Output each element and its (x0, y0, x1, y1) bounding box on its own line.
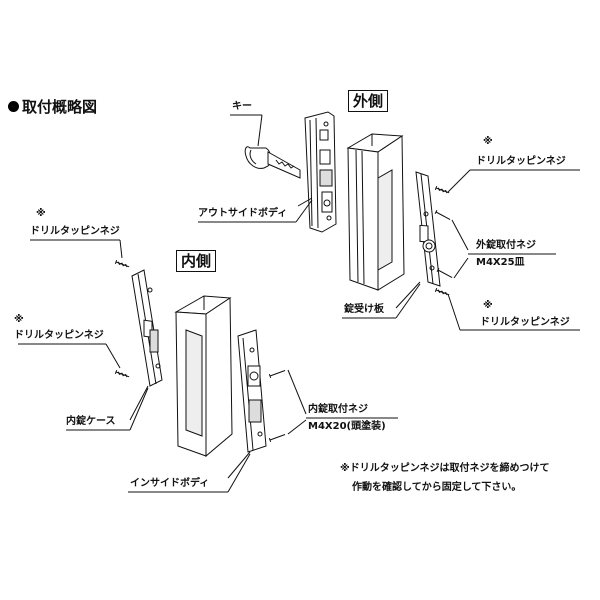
inside-body-label: インサイドボディ (130, 478, 210, 489)
inner-mount-screws (268, 369, 398, 443)
diagram-title: 取付概略図 (8, 96, 97, 117)
strike-plate-leader (395, 281, 421, 309)
outer-drill-screws (434, 169, 580, 331)
installation-note-line2: 作動を確認してから固定して下さい。 (352, 482, 522, 493)
inner-mount-screw-spec: M4X20(頭塗装) (308, 421, 386, 432)
key-drawing (230, 114, 301, 179)
outer-drill-screw-top-asterisk: ※ (483, 136, 493, 147)
outer-mount-screw-spec: M4X25皿 (476, 257, 525, 268)
installation-note-line1: ※ドリルタッピンネジは取付ネジを締めつけて (340, 463, 550, 474)
inner-drill-screw-top-asterisk: ※ (36, 208, 46, 219)
outer-drill-screw-bottom-asterisk: ※ (483, 300, 493, 311)
outer-frame-post (346, 133, 405, 291)
inside-body-drawing (128, 329, 267, 493)
inner-lock-case-leader (129, 385, 149, 421)
inner-mount-screw-label: 内錠取付ネジ (308, 404, 368, 415)
key-label: キー (232, 101, 252, 112)
inner-drill-screw-bottom-asterisk: ※ (14, 314, 24, 325)
key-leader-line (257, 114, 263, 147)
strike-plate-label: 錠受け板 (344, 304, 384, 315)
outside-body-drawing (198, 111, 337, 233)
outer-side-label: 外側 (348, 90, 389, 112)
outer-drill-screw-top-label: ドリルタッピンネジ (476, 156, 566, 167)
inner-frame-post (174, 295, 233, 458)
outer-drill-screw-bottom-label: ドリルタッピンネジ (480, 317, 570, 328)
inner-lock-case-label: 内錠ケース (66, 416, 116, 427)
inside-body-leader (227, 451, 251, 479)
outside-body-label: アウトサイドボディ (198, 208, 288, 219)
strike-plate-drawing (342, 171, 441, 319)
outer-mount-screw-label: 外錠取付ネジ (476, 240, 536, 251)
inner-side-label: 内側 (176, 250, 217, 272)
diagram-title-text: 取付概略図 (22, 98, 98, 116)
inner-drill-screw-top-label: ドリルタッピンネジ (30, 226, 120, 237)
outside-body-leader (297, 197, 313, 207)
inner-drill-screws (18, 239, 130, 378)
bullet-icon (8, 101, 19, 112)
outer-drill-screw-bottom-leader (447, 293, 461, 331)
outer-drill-screw-top-leader (447, 169, 471, 193)
inner-drill-screw-bottom-label: ドリルタッピンネジ (14, 330, 104, 341)
inner-lock-case-drawing (66, 269, 163, 431)
outer-mount-screws (434, 209, 556, 279)
